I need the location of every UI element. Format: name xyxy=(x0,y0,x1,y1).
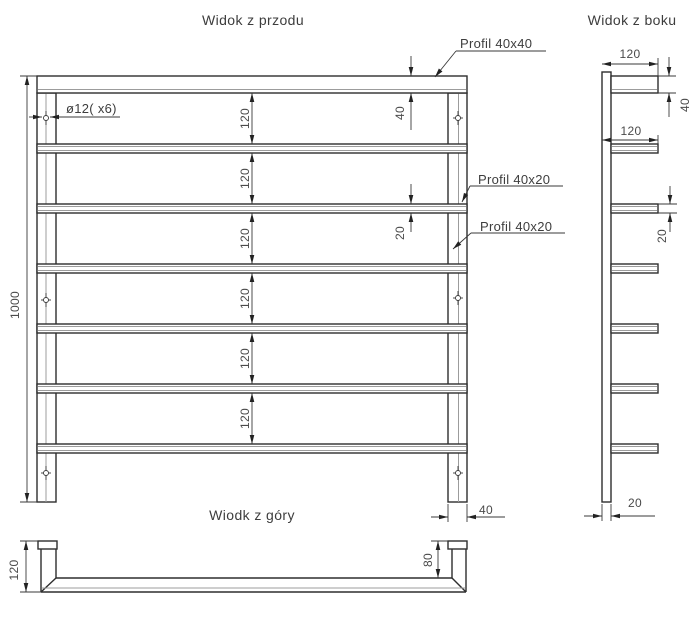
svg-text:120: 120 xyxy=(621,124,642,138)
svg-text:120: 120 xyxy=(238,288,252,309)
top-right-post-section xyxy=(447,540,468,550)
dim-overall-height: 1000 xyxy=(8,75,37,503)
side-rail-6 xyxy=(610,443,659,454)
dim-post-width: 40 xyxy=(431,503,505,522)
hole-icon xyxy=(43,111,49,125)
dim-hole-diameter: ø12( x6) xyxy=(29,101,120,120)
leader-profil-40x20-post: Profil 40x20 xyxy=(452,219,565,250)
dim-gap-6: 120 xyxy=(238,393,255,444)
svg-text:120: 120 xyxy=(7,560,21,581)
dim-1000-text: 1000 xyxy=(8,291,22,319)
front-rail-6 xyxy=(36,443,468,454)
front-rail-3 xyxy=(36,263,468,274)
dim-side-post-depth: 20 xyxy=(584,496,655,521)
svg-text:120: 120 xyxy=(620,47,641,61)
profil-40x20-post-text: Profil 40x20 xyxy=(480,219,552,234)
svg-text:120: 120 xyxy=(238,108,252,129)
top-view-title: Wiodk z góry xyxy=(209,507,295,523)
svg-text:20: 20 xyxy=(655,229,669,243)
side-rail-1 xyxy=(610,143,659,154)
dim-gap-5: 120 xyxy=(238,333,255,384)
hole-icon xyxy=(41,466,51,480)
svg-text:20: 20 xyxy=(628,496,642,510)
top-view-outline xyxy=(37,540,468,593)
dim-top-rail-height: 40 xyxy=(393,56,414,130)
side-rails xyxy=(610,143,659,454)
front-rail-2 xyxy=(36,203,468,214)
svg-text:20: 20 xyxy=(393,226,407,240)
hole-icon xyxy=(453,291,463,305)
side-view-title: Widok z boku xyxy=(588,12,677,28)
side-rail-4 xyxy=(610,323,659,334)
front-rail-5 xyxy=(36,383,468,394)
hole-icon xyxy=(453,466,463,480)
svg-text:80: 80 xyxy=(421,553,435,567)
svg-text:40: 40 xyxy=(479,503,493,517)
dim-side-depth-rail: 120 xyxy=(602,124,659,144)
top-view: Wiodk z góry 120 xyxy=(7,507,468,593)
front-view: Widok z przodu xyxy=(8,12,565,522)
side-post xyxy=(601,71,612,503)
hole-callout-text: ø12( x6) xyxy=(66,101,117,116)
front-holes xyxy=(41,111,463,480)
svg-text:120: 120 xyxy=(238,348,252,369)
leader-profil-40x40: Profil 40x40 xyxy=(434,36,546,78)
profil-40x20-rail-text: Profil 40x20 xyxy=(478,172,550,187)
side-rail-3 xyxy=(610,263,659,274)
leader-profil-40x20-rail: Profil 40x20 xyxy=(461,172,563,203)
hole-icon xyxy=(453,111,463,125)
dim-rail-gaps: 120 120 120 120 120 120 xyxy=(238,93,255,444)
svg-text:40: 40 xyxy=(393,106,407,120)
dim-top-depth: 120 xyxy=(7,540,41,593)
svg-text:120: 120 xyxy=(238,168,252,189)
dim-gap-2: 120 xyxy=(238,153,255,204)
side-view: Widok z boku 120 40 xyxy=(584,12,692,521)
front-rail-1 xyxy=(36,143,468,154)
svg-text:40: 40 xyxy=(678,98,692,112)
dim-top-inner-depth: 80 xyxy=(421,540,448,578)
dim-gap-4: 120 xyxy=(238,273,255,324)
dim-gap-3: 120 xyxy=(238,213,255,264)
profil-40x40-text: Profil 40x40 xyxy=(460,36,532,51)
side-rail-2 xyxy=(610,203,659,214)
side-rail-5 xyxy=(610,383,659,394)
front-rail-4 xyxy=(36,323,468,334)
front-top-rail xyxy=(36,75,468,94)
dim-side-top-rail-height: 40 xyxy=(658,57,692,117)
svg-text:120: 120 xyxy=(238,228,252,249)
dim-side-rail-height: 20 xyxy=(655,186,677,243)
dim-rail-height: 20 xyxy=(393,184,414,240)
front-view-title: Widok z przodu xyxy=(202,12,304,28)
top-left-post-section xyxy=(37,540,58,550)
svg-text:120: 120 xyxy=(238,408,252,429)
hole-icon xyxy=(41,293,51,307)
side-top-rail xyxy=(610,75,659,94)
dim-gap-1: 120 xyxy=(238,93,255,144)
dim-side-depth-top: 120 xyxy=(602,47,659,76)
